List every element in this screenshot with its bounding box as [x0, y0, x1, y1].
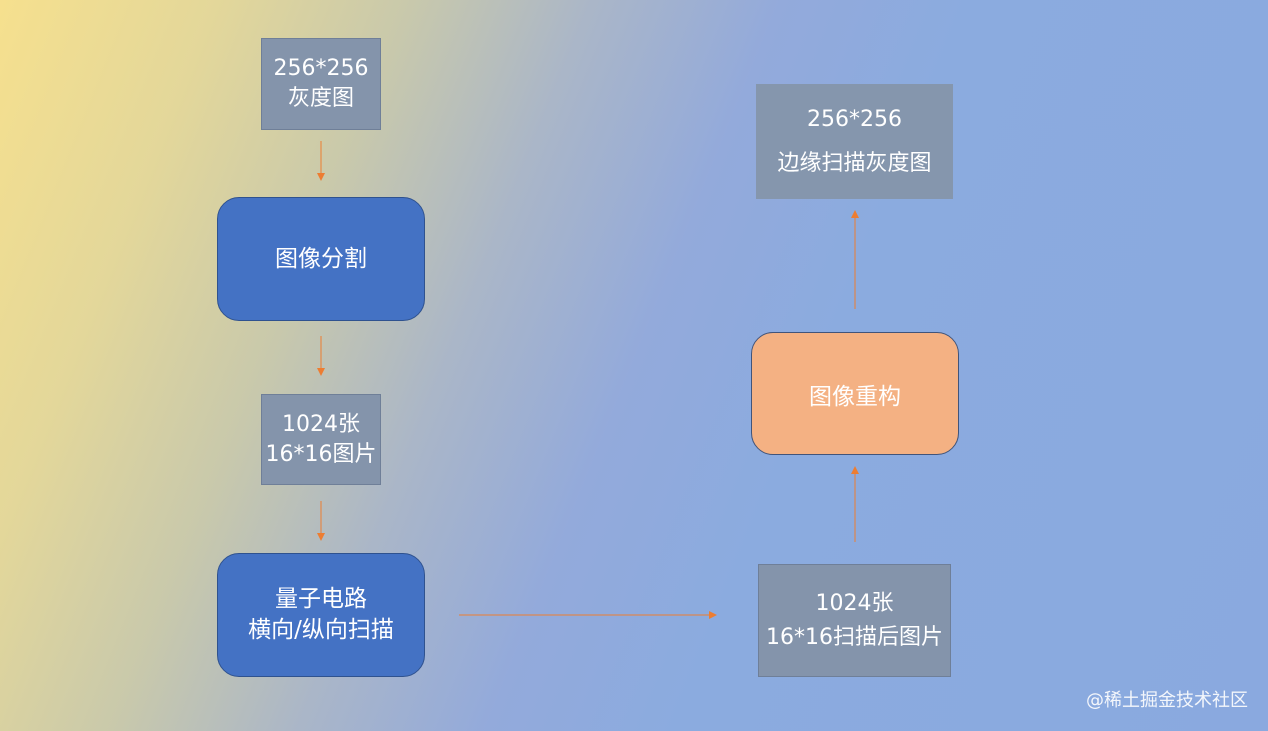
tiles-size-label: 16*16图片 [265, 441, 377, 467]
quantum-circuit-label: 量子电路 [275, 586, 367, 612]
image-reconstruction-box: 图像重构 [751, 332, 959, 455]
image-segmentation-label: 图像分割 [275, 245, 367, 272]
watermark-text: @稀土掘金技术社区 [1086, 690, 1248, 711]
input-size-label: 256*256 [273, 56, 369, 81]
scanned-size-label: 16*16扫描后图片 [766, 624, 943, 650]
tiles-count-label: 1024张 [282, 411, 360, 437]
quantum-circuit-box: 量子电路 横向/纵向扫描 [217, 553, 425, 677]
tiles-box: 1024张 16*16图片 [261, 394, 381, 485]
output-size-label: 256*256 [807, 106, 902, 132]
input-image-box: 256*256 灰度图 [261, 38, 381, 130]
scanned-tiles-box: 1024张 16*16扫描后图片 [758, 564, 951, 677]
output-type-label: 边缘扫描灰度图 [777, 150, 932, 176]
output-image-box: 256*256 边缘扫描灰度图 [756, 84, 953, 199]
input-type-label: 灰度图 [287, 86, 354, 111]
image-reconstruction-label: 图像重构 [809, 383, 901, 410]
scan-direction-label: 横向/纵向扫描 [248, 617, 394, 643]
scanned-count-label: 1024张 [815, 590, 894, 616]
image-segmentation-box: 图像分割 [217, 197, 425, 321]
